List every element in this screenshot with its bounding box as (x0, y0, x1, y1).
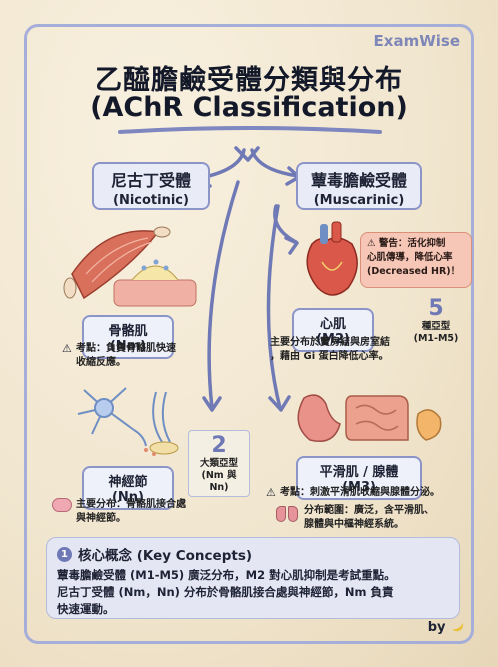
m3-range-line: 腺體與中樞神經系統。 (304, 519, 404, 530)
nn-label: 神經節 (Nn) (82, 466, 174, 510)
nicotinic-header: 尼古丁受體 (Nicotinic) (92, 162, 210, 210)
nicotinic-en: (Nicotinic) (113, 193, 189, 208)
m2-warning-text: 警告：活化抑制 (378, 238, 446, 249)
m2-label: 心肌 (M2) (292, 308, 374, 352)
key-concepts-heading: 1 核心概念 (Key Concepts) (57, 544, 449, 564)
byline: by (427, 620, 466, 635)
concept-number-badge: 1 (57, 546, 72, 562)
m3-note: 考點：刺激平滑肌收縮與腺體分泌。 (280, 487, 440, 498)
nicotinic-count-label: 大類亞型 (199, 458, 238, 469)
nicotinic-subtype-count: 2 大類亞型 (Nm 與 Nn) (188, 430, 250, 497)
muscarinic-count-label: 種亞型 (421, 321, 451, 332)
muscarinic-subtype-count: 5 種亞型 (M1-M5) (408, 296, 464, 345)
nicotinic-count-label: (Nm 與 Nn) (201, 470, 237, 493)
nm-note: 考點：負責骨骼肌快速 收縮反應。 (76, 342, 176, 370)
muscarinic-header: 蕈毒膽鹼受體 (Muscarinic) (296, 162, 422, 210)
key-concepts-body: 蕈毒膽鹼受體 (M1-M5) 廣泛分布，M2 對心肌抑制是考試重點。 尼古丁受體… (57, 567, 449, 618)
m2-note-line: ，藉由 Gi 蛋白降低心率。 (270, 351, 389, 362)
muscarinic-count-number: 5 (428, 296, 444, 321)
key-concepts-line: 尼古丁受體 (Nm，Nn) 分布於骨骼肌接合處與神經節，Nm 負責 (57, 585, 394, 599)
m3-label: 平滑肌 / 腺體 (M3) (296, 456, 422, 500)
m2-warning-text: (Decreased HR)！ (367, 266, 461, 277)
key-concepts-panel: 1 核心概念 (Key Concepts) 蕈毒膽鹼受體 (M1-M5) 廣泛分… (46, 537, 460, 619)
title-chinese: 乙醯膽鹼受體分類與分布 (95, 65, 403, 96)
m3-warning-icon: ⚠ (266, 486, 276, 499)
brain-icon (52, 498, 72, 512)
nn-note-line: 與神經節。 (76, 513, 126, 524)
nn-note: 主要分布：骨骼肌接合處 與神經節。 (76, 498, 186, 526)
nm-label: 骨骼肌 (Nm) (82, 315, 174, 359)
nicotinic-zh: 尼古丁受體 (110, 171, 191, 190)
nm-warning-icon: ⚠ (62, 342, 72, 355)
key-concepts-line: 快速運動。 (57, 602, 115, 616)
warning-icon: ⚠ (367, 238, 379, 249)
muscarinic-zh: 蕈毒膽鹼受體 (310, 171, 407, 190)
heart-icon (306, 221, 358, 296)
nn-note-line: 主要分布：骨骼肌接合處 (76, 499, 186, 510)
nicotinic-count-number: 2 (211, 433, 227, 458)
m3-range-line: 分布範圍：廣泛，含平滑肌、 (304, 505, 434, 516)
m2-note: 主要分布於竇房結與房室結 ，藉由 Gi 蛋白降低心率。 (270, 336, 390, 364)
digestive-organs-icon (297, 394, 442, 442)
title-underline (118, 126, 382, 134)
muscarinic-count-label: (M1-M5) (413, 333, 459, 344)
key-concepts-title: 核心概念 (Key Concepts) (78, 548, 253, 564)
byline-text: by (427, 620, 446, 635)
brand-logo: ExamWise (373, 32, 460, 50)
m2-note-line: 主要分布於竇房結與房室結 (270, 337, 390, 348)
skeletal-muscle-icon (63, 226, 197, 307)
key-concepts-line: 蕈毒膽鹼受體 (M1-M5) 廣泛分布，M2 對心肌抑制是考試重點。 (57, 568, 396, 582)
nm-note-line: 考點：負責骨骼肌快速 (76, 343, 176, 354)
page-frame (24, 24, 474, 644)
muscarinic-en: (Muscarinic) (313, 193, 405, 208)
m2-warning-text: 心肌傳導，降低心率 (367, 252, 453, 263)
lungs-icon (276, 504, 298, 522)
m2-warning-box: ⚠ 警告：活化抑制 心肌傳導，降低心率 (Decreased HR)！ (360, 232, 472, 288)
nm-note-line: 收縮反應。 (76, 357, 126, 368)
m2-warning-line: ⚠ 警告：活化抑制 (367, 237, 465, 251)
neuron-icon (77, 387, 179, 456)
m3-range: 分布範圍：廣泛，含平滑肌、 腺體與中樞神經系統。 (304, 504, 434, 532)
title-english: (AChR Classification) (90, 92, 408, 123)
banana-icon (450, 620, 466, 634)
